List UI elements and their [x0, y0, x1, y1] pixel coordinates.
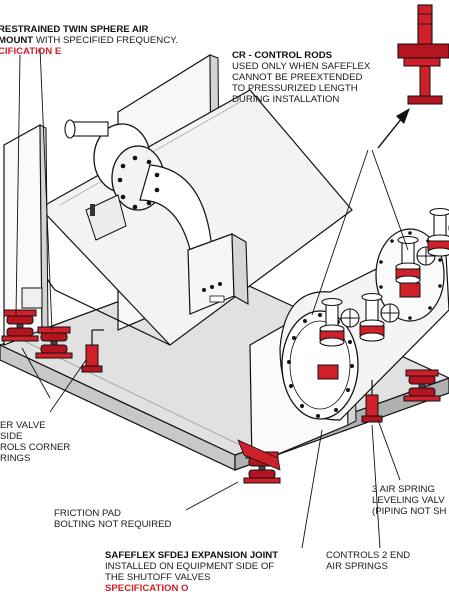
callout-spec-o: SPECIFICATION O: [105, 583, 189, 594]
callout-friction-pad: FRICTION PAD BOLTING NOT REQUIRED: [54, 508, 171, 530]
callout-line: CONTROLS 2 END: [326, 550, 411, 561]
callout-title: SAFEFLEX SFDEJ EXPANSION JOINT: [105, 550, 279, 561]
callout-line: INSTALLED ON EQUIPMENT SIDE OF: [105, 561, 275, 572]
callout-line: (PIPING NOT SH: [372, 506, 447, 517]
callout-frequency-text: WITH SPECIFIED FREQUENCY.: [33, 35, 178, 46]
control-panel: [187, 233, 249, 315]
valve-assemblies: [317, 207, 449, 380]
callout-line: SIDE: [0, 431, 23, 442]
leader-arrow-icon: [377, 108, 410, 149]
callout-line: 3 AIR SPRING: [372, 484, 435, 495]
callout-leveling-valve: ER VALVE SIDE ROLS CORNER RINGS: [0, 420, 70, 464]
callout-line: FRICTION PAD: [54, 508, 121, 519]
callout-air-spring-leveling: 3 AIR SPRING LEVELING VALV (PIPING NOT S…: [372, 484, 446, 517]
callout-line: BOLTING NOT REQUIRED: [54, 519, 172, 530]
callout-twin-sphere-mount: RESTRAINED TWIN SPHERE AIR MOUNT WITH SP…: [0, 24, 178, 57]
callout-title: CR - CONTROL RODS: [232, 50, 333, 61]
callout-line: ER VALVE: [0, 420, 46, 431]
callout-line: USED ONLY WHEN SAFEFLEX: [232, 61, 371, 72]
control-rod-icon: [397, 4, 449, 105]
callout-control-rods: CR - CONTROL RODS USED ONLY WHEN SAFEFLE…: [232, 50, 370, 105]
callout-line: AIR SPRINGS: [326, 561, 388, 572]
callout-line: LEVELING VALV: [372, 495, 445, 506]
callout-title: RESTRAINED TWIN SPHERE AIR: [0, 24, 149, 35]
callout-expansion-joint: SAFEFLEX SFDEJ EXPANSION JOINT INSTALLED…: [105, 550, 278, 594]
callout-line: TO PRESSURIZED LENGTH: [232, 83, 358, 94]
air-spring-mounts: [1, 309, 441, 484]
suction-elbow: [64, 119, 213, 259]
valve-handwheel-icon: [427, 207, 449, 257]
leader-lines: [15, 47, 409, 549]
callout-line: DURING INSTALLATION: [232, 94, 340, 105]
callout-line: ROLS CORNER: [0, 442, 71, 453]
callout-spec-e: CIFICATION E: [0, 46, 62, 57]
callout-line: CANNOT BE PREEXTENDED: [232, 72, 363, 83]
callout-line: RINGS: [0, 453, 31, 464]
callout-controls-end-springs: CONTROLS 2 END AIR SPRINGS: [326, 550, 410, 572]
leveling-valves: [81, 329, 383, 423]
callout-line: THE SHUTOFF VALVES: [105, 572, 211, 583]
callout-mount-label: MOUNT: [0, 35, 34, 46]
